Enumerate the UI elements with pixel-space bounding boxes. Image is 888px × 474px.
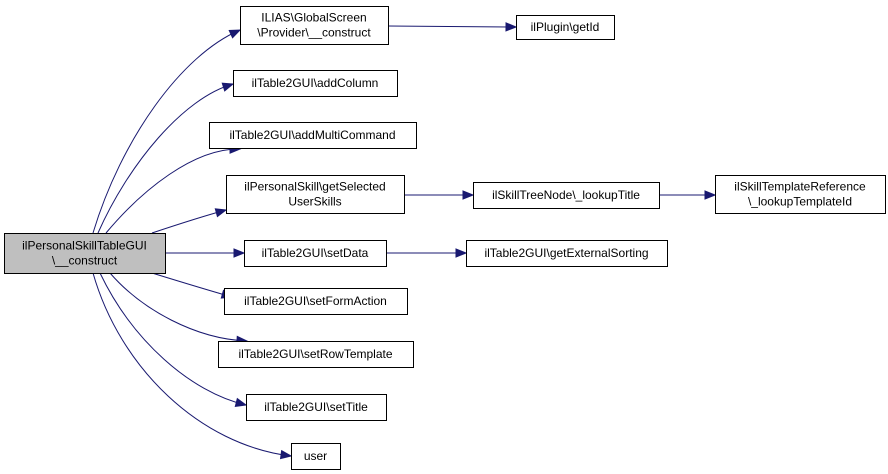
node-box [516,15,615,40]
node-label-line: ilPersonalSkillTableGUI [22,239,147,253]
node-box [291,443,341,470]
edge-root-to-formaction [151,272,234,299]
node-n-extsorting[interactable]: ilTable2GUI\getExternalSorting [466,240,668,267]
edge-root-to-provider [92,29,242,234]
edge-root-to-addmulti-line [105,148,241,234]
node-label-line: ilTable2GUI\setTitle [264,400,368,414]
edge-getselected-to-lookuptitle [404,190,475,200]
node-label-line: UserSkills [288,195,341,209]
edge-root-to-provider-line [92,29,241,234]
node-label-line: ilTable2GUI\setFormAction [244,294,387,308]
node-box [226,175,405,214]
edge-root-to-setdata-arrowhead [233,248,246,258]
edge-root-to-settitle-arrowhead [234,397,248,407]
node-box [240,6,389,45]
node-label-line: ilSkillTemplateReference [734,180,866,194]
node-label-line: ILIAS\GlobalScreen [261,11,366,25]
edge-root-to-formaction-line [151,272,233,298]
edge-root-to-addcolumn [97,82,235,234]
edge-provider-to-getid [387,22,518,32]
node-n-formaction[interactable]: ilTable2GUI\setFormAction [224,288,408,315]
edge-root-to-setdata [165,248,246,258]
edge-root-to-addcolumn-arrowhead [221,82,235,92]
edge-setdata-to-extsorting [386,248,468,258]
edge-root-to-user [92,272,293,460]
node-box [473,182,660,209]
edge-root-to-getselected-line [151,209,227,234]
edge-root-to-rowtemplate-line [109,272,248,342]
call-edges [92,22,717,460]
node-box [233,70,398,97]
edge-setdata-to-extsorting-arrowhead [455,248,468,258]
node-n-rowtemplate[interactable]: ilTable2GUI\setRowTemplate [218,341,414,368]
edge-root-to-addcolumn-line [97,83,234,234]
edge-root-to-addmulti [105,144,242,234]
node-n-setdata[interactable]: ilTable2GUI\setData [244,240,387,267]
node-n-provider[interactable]: ILIAS\GlobalScreen\Provider\__construct [240,6,389,45]
node-box [244,240,387,267]
edge-provider-to-getid-line [387,25,517,28]
node-n-plugin-getid[interactable]: ilPlugin\getId [516,15,615,40]
edge-root-to-user-line [92,272,292,457]
node-label-line: ilTable2GUI\addMultiCommand [229,128,395,142]
node-label-line: \Provider\__construct [257,26,371,40]
node-box [4,233,166,274]
node-box [466,240,668,267]
node-label-line: \_lookupTemplateId [748,195,852,209]
node-box [246,394,387,421]
edge-getselected-to-lookuptitle-arrowhead [462,190,475,200]
node-n-lookuptitle[interactable]: ilSkillTreeNode\_lookupTitle [473,182,660,209]
node-box [715,175,886,214]
node-label-line: user [304,449,327,463]
edge-root-to-settitle [99,272,248,407]
node-n-addcolumn[interactable]: ilTable2GUI\addColumn [233,70,398,97]
node-root[interactable]: ilPersonalSkillTableGUI\__construct [4,233,166,274]
node-label-line: \__construct [52,254,118,268]
edge-root-to-settitle-line [99,272,247,406]
node-label-line: ilTable2GUI\setData [262,246,369,260]
node-box [224,288,408,315]
node-label-line: ilPersonalSkill\getSelected [244,180,385,194]
edge-lookuptitle-to-lookuptemplate [659,190,717,200]
node-n-settitle[interactable]: ilTable2GUI\setTitle [246,394,387,421]
node-box [218,341,414,368]
edge-root-to-user-arrowhead [279,449,293,460]
node-label-line: ilSkillTreeNode\_lookupTitle [492,188,640,202]
node-label-line: ilTable2GUI\setRowTemplate [238,347,392,361]
edge-provider-to-getid-arrowhead [505,22,518,32]
edge-lookuptitle-to-lookuptemplate-arrowhead [704,190,717,200]
call-nodes: ilPersonalSkillTableGUI\__construct ILIAS… [4,6,886,470]
node-label-line: ilTable2GUI\getExternalSorting [484,246,648,260]
node-n-user[interactable]: user [291,443,341,470]
node-n-lookuptemplate[interactable]: ilSkillTemplateReference\_lookupTemplate… [715,175,886,214]
node-n-addmulti[interactable]: ilTable2GUI\addMultiCommand [209,122,417,149]
node-box [209,122,417,149]
edge-root-to-provider-arrowhead [228,29,242,39]
node-label-line: ilPlugin\getId [531,20,600,34]
node-label-line: ilTable2GUI\addColumn [252,76,379,90]
edge-root-to-getselected [151,208,228,234]
edge-root-to-getselected-arrowhead [214,208,228,218]
